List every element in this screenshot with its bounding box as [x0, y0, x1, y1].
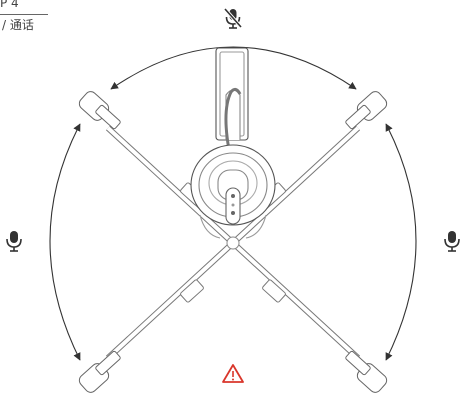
warning-icon — [223, 365, 243, 382]
mic-icon-left — [7, 231, 21, 251]
left-arc-arrow — [50, 124, 80, 360]
headset-body — [191, 48, 275, 238]
boom-bottom-left — [77, 243, 233, 395]
mic-icon-right — [445, 231, 459, 251]
boom-bottom-right — [233, 243, 389, 395]
right-arc-arrow — [386, 124, 416, 360]
mic-muted-icon — [225, 9, 241, 28]
